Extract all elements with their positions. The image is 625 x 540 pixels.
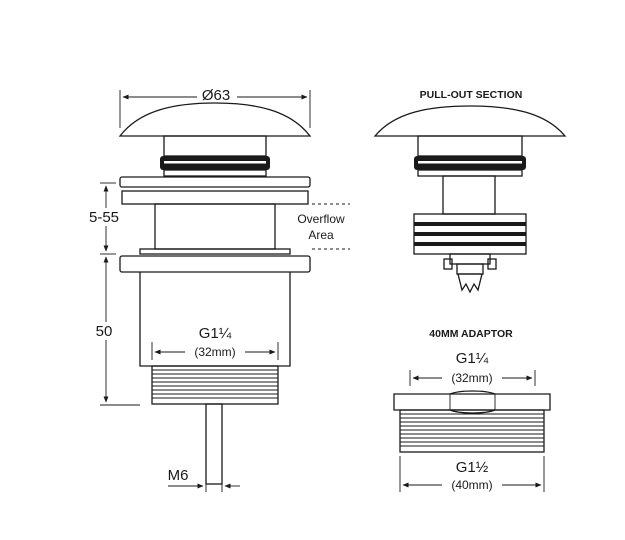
- thread-main-label: G1¼: [199, 325, 232, 342]
- pullout-cap: [373, 105, 567, 137]
- overflow-section: [121, 190, 309, 205]
- height-range-label: 5-55: [89, 209, 119, 226]
- adaptor-title: 40MM ADAPTOR: [429, 328, 513, 340]
- rod-label: M6: [168, 467, 189, 484]
- overflow-label-line1: Overflow: [297, 212, 345, 226]
- diameter-label: Ø63: [202, 87, 230, 104]
- adaptor-thread: [399, 409, 545, 453]
- overflow-label-line2: Area: [308, 228, 334, 242]
- pullout-stem: [442, 175, 496, 215]
- lower-flange: [119, 255, 311, 273]
- pullout-clip: [457, 273, 483, 294]
- adaptor-top-ring: [393, 393, 551, 411]
- adaptor-top-label: G1¼: [456, 350, 489, 367]
- pullout-section-drawing: PULL-OUT SECTION: [373, 89, 567, 294]
- thread-main-mm-label: (32mm): [194, 345, 235, 359]
- adaptor-bottom-mm-label: (40mm): [451, 478, 492, 492]
- cap-stem: [163, 135, 267, 157]
- body-height-label: 50: [96, 323, 113, 340]
- adaptor-drawing: 40MM ADAPTOR G1¼ (32mm) G1½: [393, 328, 551, 493]
- adaptor-bottom-label: G1½: [456, 459, 489, 476]
- m6-rod: [205, 403, 223, 485]
- main-waste-drawing: Ø63 G1¼: [86, 86, 350, 492]
- pullout-title: PULL-OUT SECTION: [420, 89, 523, 101]
- adaptor-top-mm-label: (32mm): [451, 371, 492, 385]
- top-flange: [119, 176, 311, 188]
- cap-dome: [118, 102, 312, 137]
